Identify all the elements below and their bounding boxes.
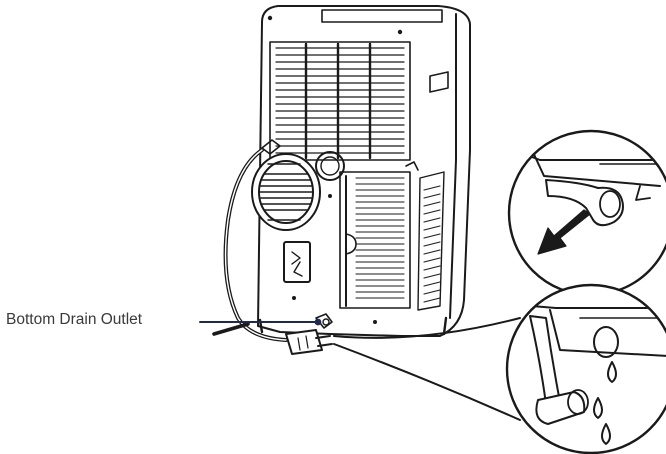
water-drops-icon (593, 361, 617, 445)
upper-outlet-knob (315, 151, 345, 181)
hose-hook (261, 139, 281, 155)
power-socket-panel (283, 241, 311, 283)
screw-bottom-left (292, 296, 296, 300)
socket-icon (291, 251, 303, 277)
drain-outlet-label: Bottom Drain Outlet (6, 311, 143, 328)
callout-leader (199, 318, 322, 326)
air-conditioner-unit (251, 5, 471, 337)
screw-top-right (397, 29, 403, 35)
power-cord (212, 148, 333, 355)
lower-grille-frame (339, 171, 411, 309)
arrow-icon (537, 209, 591, 255)
power-plug (285, 329, 323, 355)
detail-circle-bottom (505, 283, 666, 454)
drain-outlet (315, 313, 333, 329)
detail-circle-top (507, 129, 666, 297)
exhaust-grille (251, 153, 321, 231)
top-handle (321, 9, 443, 23)
lower-grille-vents (345, 175, 405, 307)
upper-grille-vents (275, 42, 405, 160)
filter-latch (345, 233, 357, 255)
detail-bottom-opening (593, 326, 619, 358)
side-vents (417, 171, 445, 311)
magnifier-connector (333, 317, 521, 421)
unit-side-panel (449, 13, 457, 319)
screw-mid-left (328, 194, 332, 198)
screw-bottom-right (373, 320, 377, 324)
side-handle (429, 71, 449, 93)
upper-grille-frame (269, 41, 411, 161)
screw-top-left (267, 15, 273, 21)
